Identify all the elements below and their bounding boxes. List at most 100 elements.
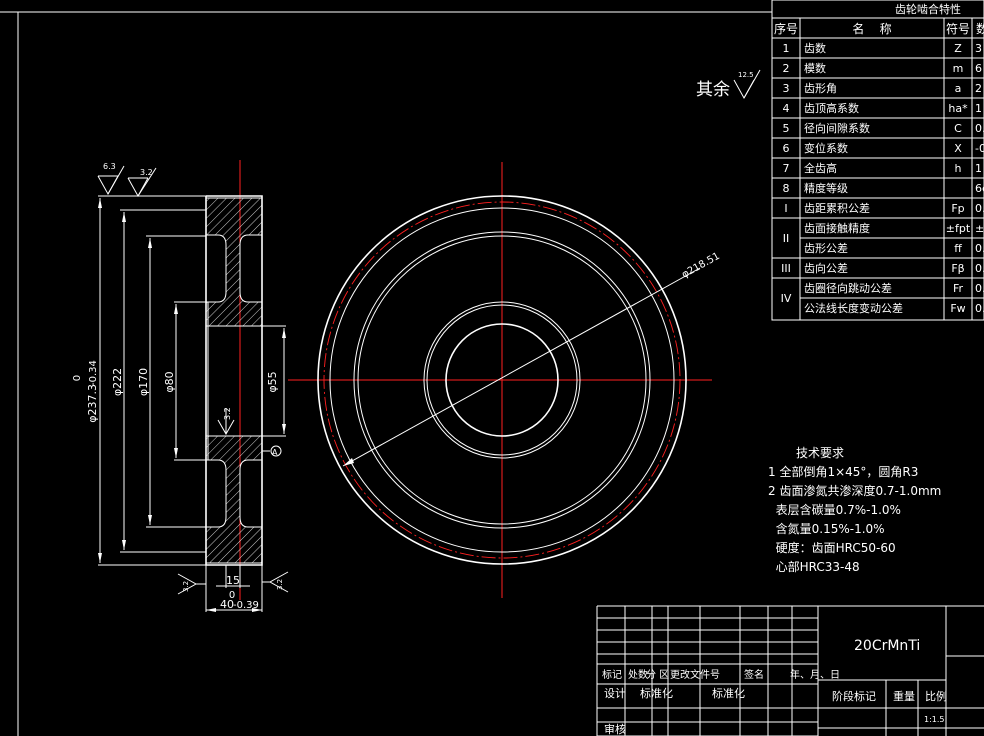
roughness-top-2: 3.2 xyxy=(140,168,153,177)
total-width-label: 40 xyxy=(220,598,234,611)
title-header-cell: 更改文件号 xyxy=(670,668,720,681)
row-symbol: C xyxy=(954,122,962,135)
root-circle xyxy=(329,207,675,553)
row-no: 3 xyxy=(783,82,790,95)
row-symbol: Z xyxy=(954,42,962,55)
row-symbol: ±fpt xyxy=(946,222,971,235)
row-name: 精度等级 xyxy=(804,181,848,195)
outer-diameter-label: φ237.3 xyxy=(86,384,99,423)
sign-label: 标准化 xyxy=(640,686,673,700)
row-symbol: h xyxy=(955,162,962,175)
roughness-left: 3.2 xyxy=(182,581,190,592)
row-name: 模数 xyxy=(804,62,826,75)
row-value: 0. xyxy=(975,262,984,275)
tech-req-item: 含氮量0.15%-1.0% xyxy=(768,521,885,536)
pitch-diameter-label: φ218.51 xyxy=(680,251,722,281)
row-value: 1 xyxy=(975,102,982,115)
surface-roughness-note: 其余 12.5 xyxy=(696,69,761,100)
row-value: 0. xyxy=(975,282,984,295)
technical-requirements: 技术要求 1 全部倒角1×45°，圆角R3 2 齿面渗氮共渗深度0.7-1.0mm… xyxy=(768,446,941,574)
row-value: 0. xyxy=(975,302,984,315)
row-name: 全齿高 xyxy=(804,161,837,175)
row-symbol: a xyxy=(955,82,962,95)
row-no: 7 xyxy=(783,162,790,175)
row-name: 齿形公差 xyxy=(804,241,848,255)
row-value: 6c GB/ xyxy=(975,182,984,195)
row-no: I xyxy=(784,202,787,215)
row-symbol: Fw xyxy=(950,302,965,315)
addendum-circle xyxy=(317,195,687,565)
tech-req-item: 表层含碳量0.7%-1.0% xyxy=(768,502,901,517)
material-label: 20CrMnTi xyxy=(854,638,920,654)
title-header-cell: 分 区 xyxy=(646,669,669,681)
row-symbol: Fp xyxy=(951,202,964,215)
row-name: 齿圈径向跳动公差 xyxy=(804,281,892,295)
title-block: 20CrMnTi 标记处数分 区更改文件号签名年、月、日 设计 标准化 标准化 … xyxy=(596,605,984,736)
row-symbol: X xyxy=(954,142,962,155)
total-width-tol-top: 0 xyxy=(229,590,235,601)
table-title: 齿轮啮合特性 xyxy=(895,2,961,16)
hub-chamfer-circle xyxy=(426,304,578,456)
row-no: 1 xyxy=(783,42,790,55)
stage-mark-label: 阶段标记 xyxy=(832,689,876,703)
roughness-mid: 3.2 xyxy=(223,407,232,420)
header-name: 名 称 xyxy=(852,21,891,36)
weight-label: 重量 xyxy=(893,689,915,703)
row-no: 4 xyxy=(783,102,790,115)
row-value: 0. xyxy=(975,122,984,135)
tech-req-title: 技术要求 xyxy=(796,446,844,460)
row-symbol: Fr xyxy=(953,282,964,295)
d80-label: φ80 xyxy=(163,371,176,392)
scale-value: 1:1.5 xyxy=(924,715,945,724)
row-symbol: m xyxy=(953,62,964,75)
tech-req-item: 硬度：齿面HRC50-60 xyxy=(768,540,896,555)
row-value: 0. xyxy=(975,202,984,215)
outer-tol-top: 0 xyxy=(72,375,83,381)
row-name: 齿形角 xyxy=(804,82,837,95)
front-view: φ218.51 xyxy=(288,162,722,598)
total-width-tol: -0.39 xyxy=(233,600,259,611)
other-surfaces-label: 其余 xyxy=(696,80,730,100)
tech-req-item: 1 全部倒角1×45°，圆角R3 xyxy=(768,464,918,479)
roughness-value: 12.5 xyxy=(738,71,754,79)
hub-outer-circle xyxy=(423,301,581,459)
row-no: 6 xyxy=(783,142,790,155)
row-no: 8 xyxy=(783,182,790,195)
row-no: IV xyxy=(781,292,792,305)
tech-req-item: 心部HRC33-48 xyxy=(768,559,860,574)
d55-label: φ55 xyxy=(266,371,279,392)
row-value: 6 xyxy=(975,62,982,75)
row-name: 公法线长度变动公差 xyxy=(804,301,903,315)
title-header-cell: 年、月、日 xyxy=(790,668,840,681)
row-name: 齿面接触精度 xyxy=(804,221,870,235)
row-symbol: Fβ xyxy=(951,262,964,275)
standardize-label: 标准化 xyxy=(712,686,745,700)
header-value: 数 xyxy=(976,21,984,36)
roughness-top-1: 6.3 xyxy=(103,162,116,171)
d170-label: φ170 xyxy=(137,368,150,396)
tech-req-item: 2 齿面渗氮共渗深度0.7-1.0mm xyxy=(768,483,941,498)
row-value: ±0 xyxy=(975,222,984,235)
title-header-cell: 标记 xyxy=(602,669,622,681)
title-header-cell: 处数 xyxy=(628,668,648,681)
row-name: 径向间隙系数 xyxy=(804,121,870,135)
rim-chamfer-circle xyxy=(357,235,647,525)
row-value: -0 xyxy=(975,142,984,155)
row-no: 5 xyxy=(783,122,790,135)
datum-marker: A xyxy=(272,448,278,457)
row-name: 齿距累积公差 xyxy=(804,201,870,215)
rim-inner-circle xyxy=(353,231,651,529)
section-view: 0 φ237.3 -0.34 φ222 φ170 φ80 φ55 6.3 3.2… xyxy=(72,160,289,612)
header-no: 序号 xyxy=(774,21,798,36)
outer-tol-bottom: -0.34 xyxy=(88,360,99,386)
drawing-frame xyxy=(0,11,772,736)
pitch-circle xyxy=(323,201,681,559)
row-name: 齿向公差 xyxy=(804,261,848,275)
roughness-right: 3.2 xyxy=(276,579,284,590)
row-no: II xyxy=(783,232,790,245)
row-value: 3 xyxy=(975,42,982,55)
hub-width-label: 15 xyxy=(226,574,240,587)
row-symbol: ff xyxy=(954,242,962,255)
